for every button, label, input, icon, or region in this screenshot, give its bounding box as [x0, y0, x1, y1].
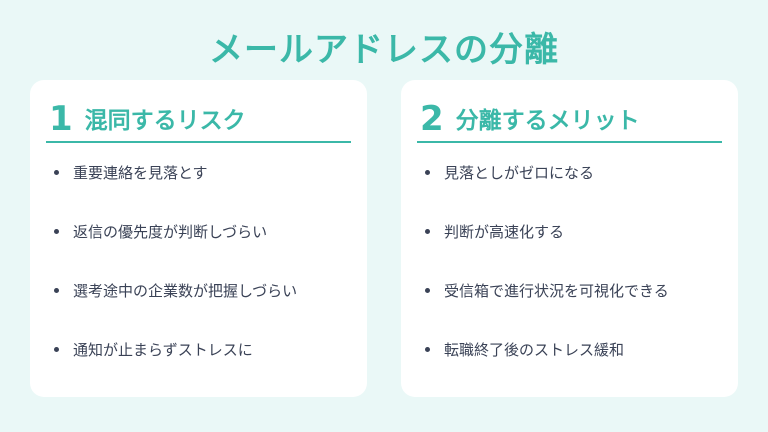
list-item: 判断が高速化する	[421, 221, 669, 280]
bullet-icon	[425, 170, 430, 175]
list-item: 転職終了後のストレス緩和	[421, 339, 669, 398]
list-item-text: 見落としがゼロになる	[444, 164, 595, 182]
list-item-text: 転職終了後のストレス緩和	[444, 341, 625, 359]
bullet-icon	[54, 347, 59, 352]
risk-card: 1 混同するリスク 重要連絡を見落とす 返信の優先度が判断しづらい 選考途中の企…	[30, 80, 367, 397]
bullet-icon	[54, 229, 59, 234]
card-header: 1 混同するリスク	[46, 99, 351, 143]
list-item: 選考途中の企業数が把握しづらい	[50, 280, 297, 339]
bullet-icon	[54, 288, 59, 293]
list-item: 通知が止まらずストレスに	[50, 339, 297, 398]
list-item-text: 判断が高速化する	[444, 223, 565, 241]
list-item: 見落としがゼロになる	[421, 162, 669, 221]
merit-card: 2 分離するメリット 見落としがゼロになる 判断が高速化する 受信箱で進行状況を…	[401, 80, 738, 397]
list-item-text: 返信の優先度が判断しづらい	[73, 223, 268, 241]
merit-list: 見落としがゼロになる 判断が高速化する 受信箱で進行状況を可視化できる 転職終了…	[421, 162, 669, 398]
list-item-text: 重要連絡を見落とす	[73, 164, 208, 182]
risk-list: 重要連絡を見落とす 返信の優先度が判断しづらい 選考途中の企業数が把握しづらい …	[50, 162, 297, 398]
card-heading: 混同するリスク	[84, 108, 246, 134]
list-item: 受信箱で進行状況を可視化できる	[421, 280, 669, 339]
card-header: 2 分離するメリット	[417, 99, 722, 143]
bullet-icon	[425, 288, 430, 293]
page-title: メールアドレスの分離	[209, 30, 559, 70]
list-item: 重要連絡を見落とす	[50, 162, 297, 221]
card-number: 1	[49, 99, 73, 139]
bullet-icon	[425, 347, 430, 352]
card-number: 2	[420, 99, 444, 139]
card-heading: 分離するメリット	[455, 108, 640, 134]
bullet-icon	[425, 229, 430, 234]
list-item: 返信の優先度が判断しづらい	[50, 221, 297, 280]
list-item-text: 受信箱で進行状況を可視化できる	[444, 282, 669, 300]
list-item-text: 通知が止まらずストレスに	[73, 341, 253, 359]
bullet-icon	[54, 170, 59, 175]
list-item-text: 選考途中の企業数が把握しづらい	[73, 282, 298, 300]
